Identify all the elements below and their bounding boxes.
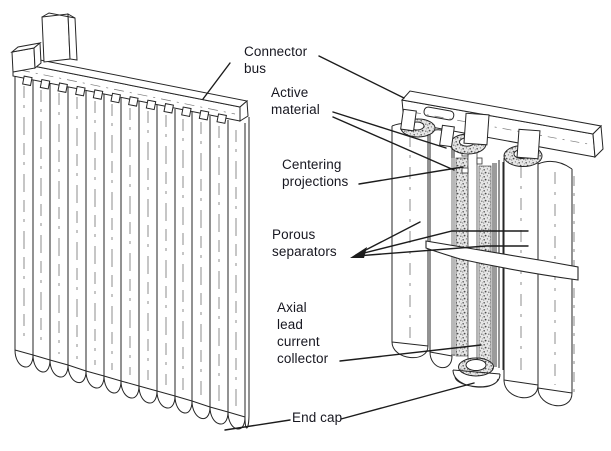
leader-active-material-1 bbox=[332, 111, 447, 149]
label-end-cap: End cap bbox=[292, 410, 343, 425]
leader-porous-separators-1 bbox=[355, 221, 421, 256]
label-centering-projections: Centering projections bbox=[282, 157, 349, 189]
label-porous-separators: Porous separators bbox=[272, 227, 337, 259]
cutaway-detail bbox=[391, 90, 604, 407]
bus-end-nub bbox=[10, 41, 42, 73]
leader-porous-separators-3 bbox=[355, 245, 529, 257]
leader-axial-lead bbox=[339, 344, 482, 362]
label-connector-bus: Connector bus bbox=[244, 44, 308, 76]
left-plate-electrode bbox=[10, 12, 250, 430]
connector-bus-bar bbox=[11, 55, 249, 124]
separator-sheet bbox=[425, 240, 579, 281]
leader-lines bbox=[202, 55, 529, 431]
terminal-post bbox=[41, 12, 78, 63]
tube-shading-lines bbox=[23, 86, 237, 406]
arrowhead-porous-separators bbox=[350, 247, 367, 258]
leader-porous-separators-2 bbox=[355, 230, 529, 256]
tube-array bbox=[14, 76, 246, 417]
plate-side-face bbox=[244, 117, 250, 429]
leader-active-material-2 bbox=[332, 116, 455, 171]
label-active-material: Active material bbox=[271, 85, 320, 117]
leader-connector-bus-left bbox=[202, 62, 231, 100]
leader-centering-projections bbox=[358, 166, 464, 185]
leader-connector-bus-right bbox=[318, 55, 405, 99]
tube-end-caps bbox=[14, 349, 246, 430]
bus-lugs bbox=[22, 75, 227, 124]
spine-tabs bbox=[400, 108, 541, 160]
leader-end-cap-right bbox=[340, 382, 475, 420]
label-axial-lead-current-collector: Axial lead current collector bbox=[277, 300, 329, 366]
leader-end-cap-left bbox=[224, 419, 291, 431]
end-cap-cup bbox=[452, 357, 501, 388]
